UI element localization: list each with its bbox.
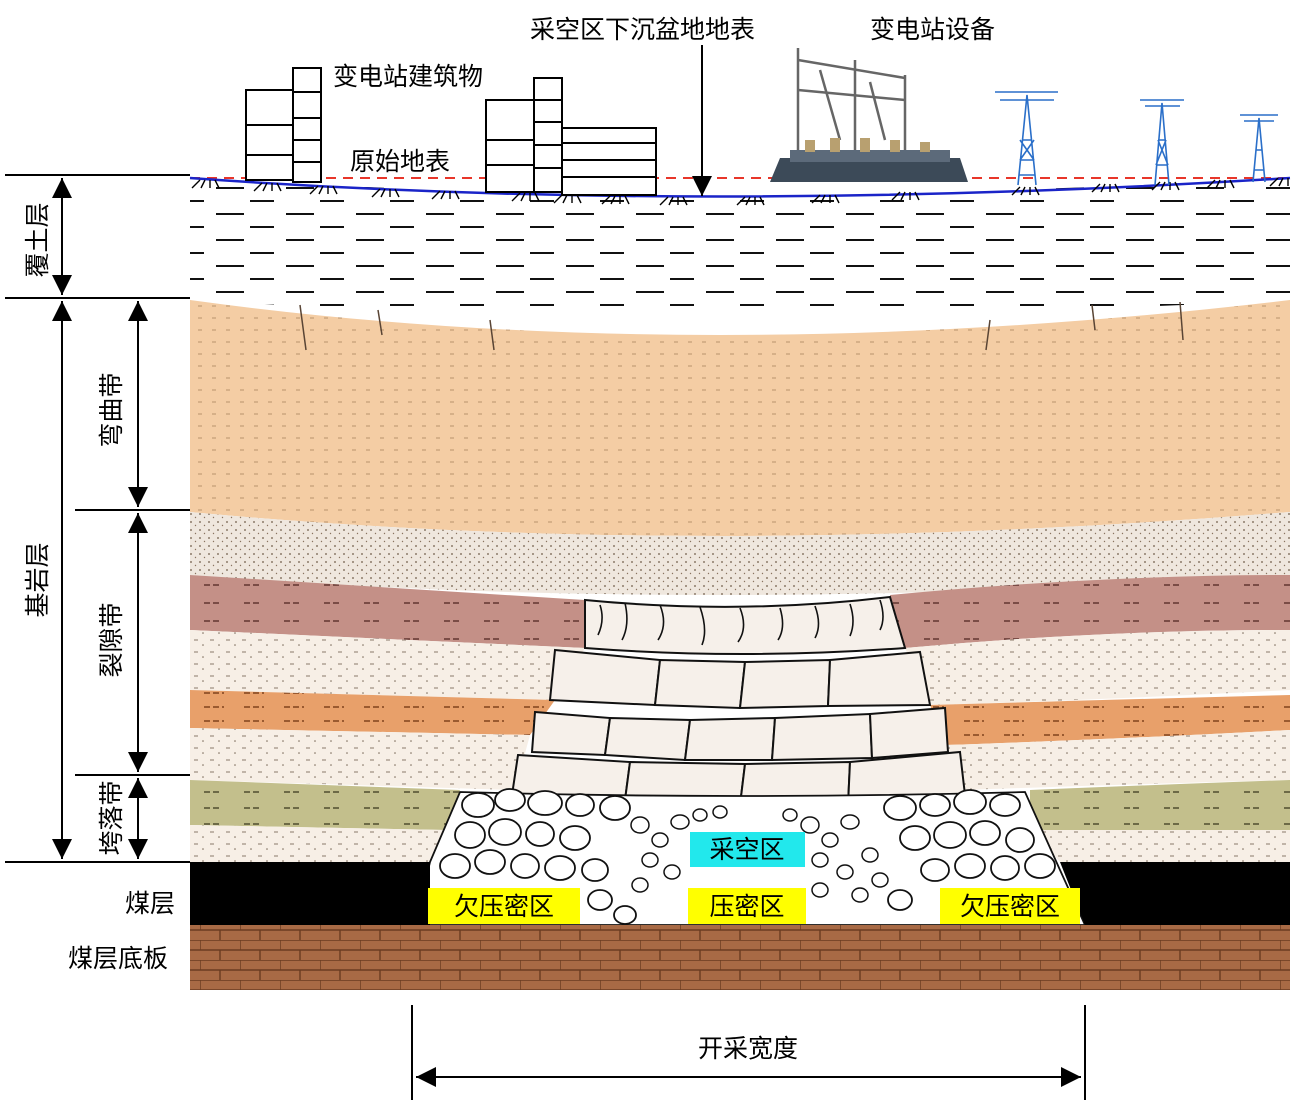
sandy-layer-upper <box>190 630 1290 705</box>
bending-zone-layer <box>190 300 1290 536</box>
ground-surfaces <box>189 176 1291 206</box>
overburden-layer <box>190 178 1290 315</box>
transmission-tower-icon <box>995 91 1278 186</box>
label-coal-seam: 煤层 <box>125 889 175 918</box>
label-subsidence-surface: 采空区下沉盆地地表 <box>530 15 755 44</box>
label-caving-zone: 垮落带 <box>97 780 126 855</box>
under-compacted-right-bg <box>940 888 1080 924</box>
label-original-surface: 原始地表 <box>350 147 450 176</box>
label-overburden: 覆土层 <box>23 202 52 277</box>
goaf-label-bg <box>690 832 805 867</box>
left-dimension-lines <box>5 174 190 863</box>
label-compacted: 压密区 <box>709 892 784 921</box>
label-mining-width: 开采宽度 <box>698 1034 798 1063</box>
sandy-layer-lower <box>190 728 1290 790</box>
bottom-sandy-strip <box>190 825 1290 862</box>
pebbly-layer <box>190 512 1290 595</box>
orange-layer <box>190 690 1290 745</box>
label-coal-floor: 煤层底板 <box>68 944 168 973</box>
label-substation-equipment: 变电站设备 <box>870 15 995 44</box>
label-under-compacted-right: 欠压密区 <box>960 892 1060 921</box>
label-substation-buildings: 变电站建筑物 <box>333 62 483 91</box>
olive-layer <box>190 780 1290 830</box>
substation-buildings-icon <box>245 67 657 196</box>
coal-floor <box>190 925 1290 990</box>
compacted-bg <box>688 888 806 924</box>
label-fracture-zone: 裂隙带 <box>97 602 126 677</box>
fractured-blocks <box>510 595 967 807</box>
label-bedrock: 基岩层 <box>23 542 52 617</box>
under-compacted-left-bg <box>428 888 580 924</box>
label-bending-zone: 弯曲带 <box>97 372 126 447</box>
label-under-compacted-left: 欠压密区 <box>454 892 554 921</box>
mining-width-dimension <box>411 1005 1086 1100</box>
substation-equipment-icon <box>770 48 968 182</box>
coal-seam <box>190 862 1290 925</box>
ground-hatch-marks <box>191 177 1289 206</box>
subsided-surface-line <box>189 176 1291 198</box>
label-goaf: 采空区 <box>709 835 784 864</box>
